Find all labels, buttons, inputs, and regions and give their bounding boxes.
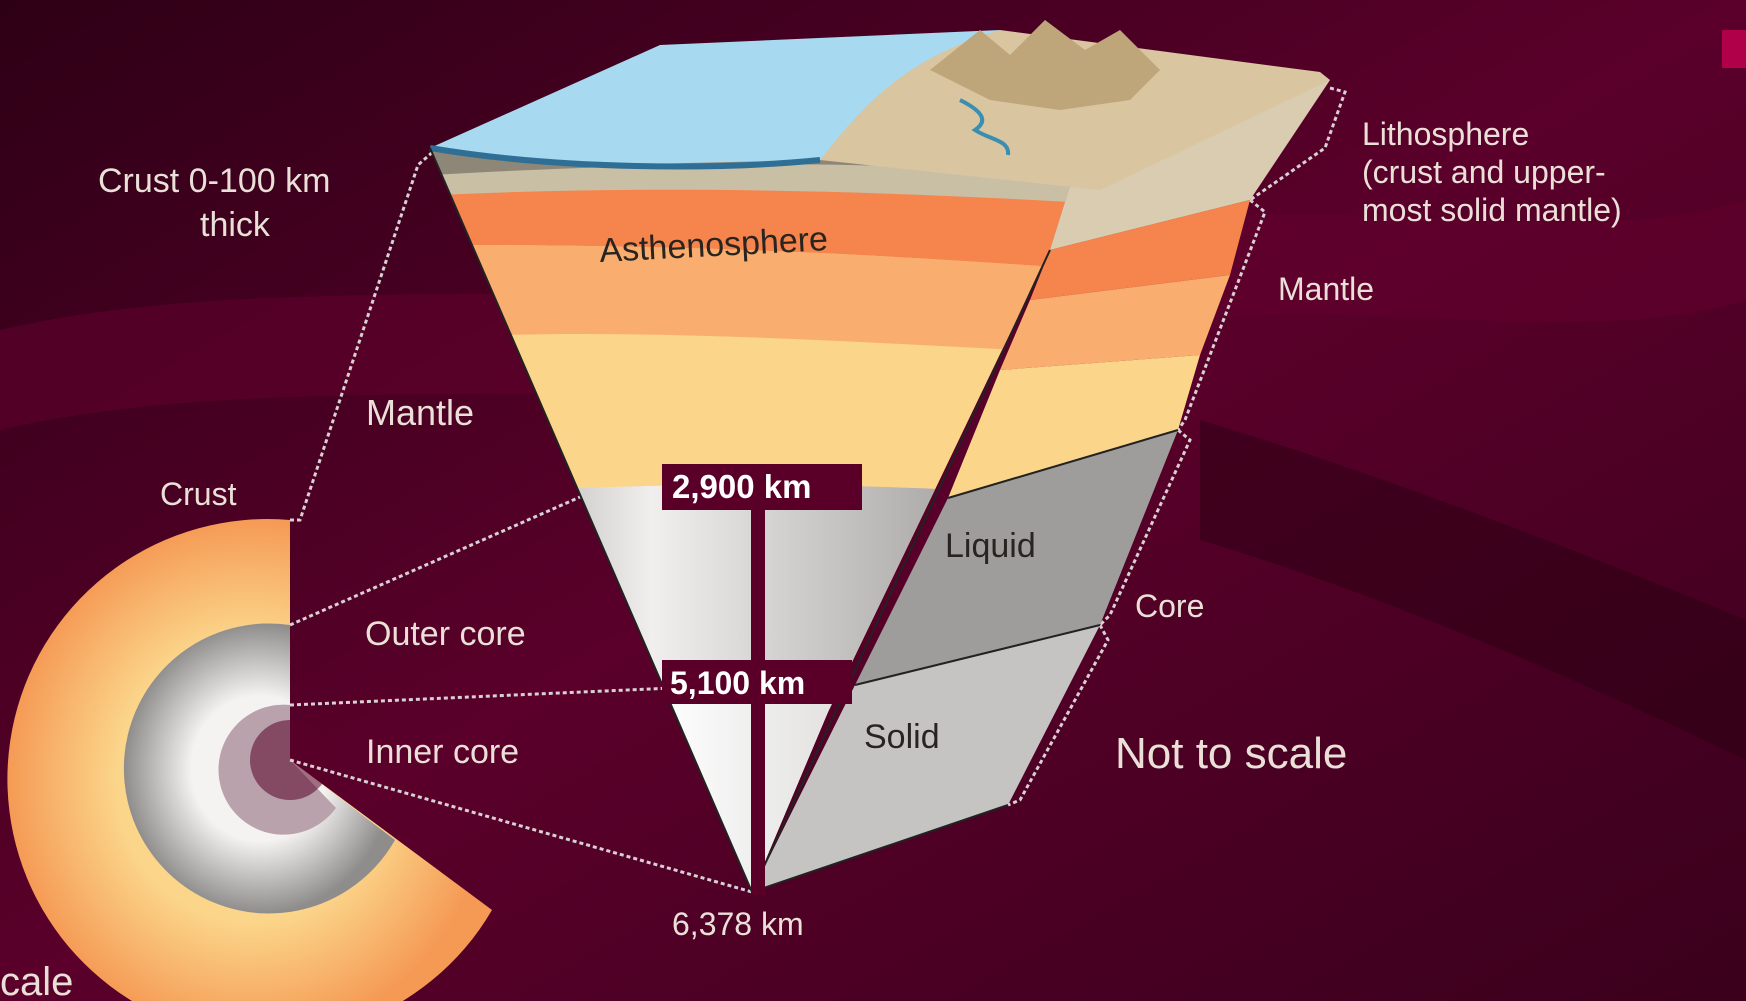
lithosphere-label-2: (crust and upper- — [1362, 154, 1606, 190]
lithosphere-label-1: Lithosphere — [1362, 116, 1529, 152]
corner-block — [1722, 30, 1746, 68]
liquid-label: Liquid — [945, 527, 1036, 565]
crust-thickness-label-1: Crust 0-100 km — [98, 162, 330, 200]
crust-label: Crust — [160, 476, 237, 512]
mantle-right-label: Mantle — [1278, 271, 1374, 307]
crust-thickness-label-2: thick — [200, 206, 271, 244]
depth-label-2: 5,100 km — [670, 665, 805, 701]
mantle-left-label: Mantle — [366, 392, 474, 433]
depth-label-1: 2,900 km — [672, 468, 811, 505]
partial-scale-label: cale — [0, 960, 73, 1001]
inner-core-label: Inner core — [366, 733, 519, 771]
not-to-scale-label: Not to scale — [1115, 729, 1347, 778]
core-label: Core — [1135, 588, 1204, 624]
outer-core-label: Outer core — [365, 615, 526, 653]
solid-label: Solid — [864, 718, 940, 756]
lithosphere-label-3: most solid mantle) — [1362, 192, 1622, 228]
depth-label-3: 6,378 km — [672, 906, 804, 942]
